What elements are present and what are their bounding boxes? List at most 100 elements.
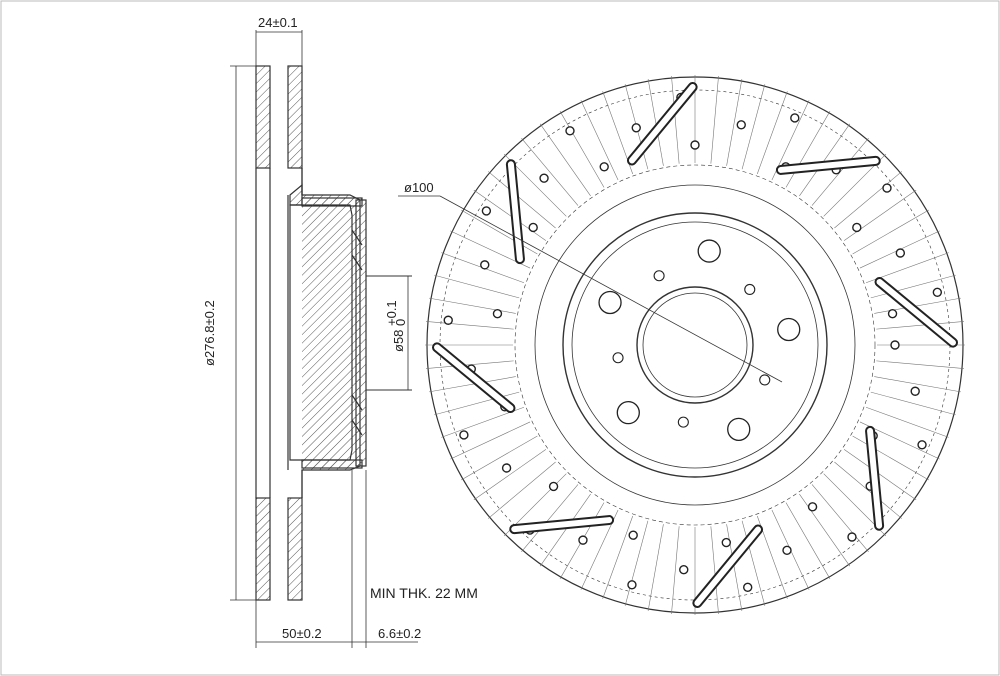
vane-ticks xyxy=(425,75,965,615)
vane-tick xyxy=(539,123,591,197)
drill-hole xyxy=(782,545,792,556)
vane-tick xyxy=(726,524,743,611)
locating-hole xyxy=(759,374,771,386)
vane-tick xyxy=(852,435,929,481)
drill-hole xyxy=(887,309,898,319)
drill-hole xyxy=(790,113,800,123)
vane-tick xyxy=(741,520,766,606)
vane-tick xyxy=(434,274,520,299)
drill-hole xyxy=(578,535,588,545)
slot xyxy=(694,526,762,606)
drill-hole xyxy=(528,222,538,233)
friction-ring-bottom-right xyxy=(287,497,303,601)
slot xyxy=(507,161,523,263)
drill-hole xyxy=(481,206,492,216)
vane-tick xyxy=(876,360,964,369)
vane-tick xyxy=(710,526,719,614)
dim-bore-diameter: ø58 xyxy=(391,330,406,352)
vane-tick xyxy=(429,376,516,393)
drill-hole xyxy=(480,260,490,270)
vane-tick xyxy=(726,79,743,166)
bolt-hole xyxy=(777,317,801,342)
vane-tick xyxy=(811,484,869,553)
vane-tick xyxy=(865,406,949,438)
vane-tick xyxy=(647,524,664,611)
vane-tick xyxy=(756,91,788,175)
bolt-hole xyxy=(598,290,622,315)
bolt-hole xyxy=(697,239,721,263)
friction-ring-top-left xyxy=(255,65,271,169)
vane-tick xyxy=(429,297,516,314)
vane-tick xyxy=(450,421,531,460)
vane-tick xyxy=(521,484,579,553)
drill-hole xyxy=(539,173,549,183)
drill-hole xyxy=(627,580,637,590)
vane-tick xyxy=(874,297,961,314)
dim-offset: 6.6±0.2 xyxy=(378,626,421,641)
vane-tick xyxy=(434,391,520,416)
slot xyxy=(777,157,879,173)
bolt-hole xyxy=(616,400,640,425)
vane-tick xyxy=(671,76,680,164)
vane-tick xyxy=(843,449,917,501)
drill-hole xyxy=(932,287,943,297)
vane-tick xyxy=(539,493,591,567)
drill-hole xyxy=(492,309,503,319)
dim-bore-tol-lower: 0 xyxy=(393,319,408,326)
drill-hole xyxy=(890,340,900,350)
vane-tick xyxy=(870,391,956,416)
drill-hole xyxy=(459,430,469,440)
drill-hole xyxy=(847,532,857,542)
drill-hole xyxy=(895,248,906,258)
vane-tick xyxy=(473,189,547,241)
dim-hat-thickness: 24±0.1 xyxy=(258,15,298,30)
vane-tick xyxy=(647,79,664,166)
drill-hole xyxy=(743,582,753,593)
vane-tick xyxy=(487,461,556,519)
drill-hole xyxy=(501,463,512,473)
min-thickness-note: MIN THK. 22 MM xyxy=(370,585,478,601)
vane-tick xyxy=(473,449,547,501)
slot xyxy=(511,517,613,533)
locating-hole xyxy=(653,270,665,282)
vane-tick xyxy=(710,76,719,164)
vane-tick xyxy=(799,123,851,197)
drill-hole xyxy=(443,315,453,325)
vane-tick xyxy=(559,111,605,188)
vane-tick xyxy=(671,526,680,614)
bolt-hole xyxy=(727,417,751,441)
vane-tick xyxy=(741,84,766,170)
drill-hole xyxy=(690,140,700,150)
vane-tick xyxy=(521,137,579,206)
slot xyxy=(628,84,696,164)
dim-hat-height: 50±0.2 xyxy=(282,626,322,641)
side-section-view xyxy=(230,30,418,648)
vane-tick xyxy=(461,209,538,255)
locating-hole xyxy=(677,416,689,428)
drill-hole xyxy=(882,183,892,193)
drill-hole xyxy=(852,222,862,233)
drill-hole xyxy=(565,126,575,136)
vane-tick xyxy=(870,274,956,299)
drill-hole xyxy=(548,481,559,492)
face-view xyxy=(398,75,965,615)
vane-tick xyxy=(461,435,538,481)
slot xyxy=(867,427,883,529)
drill-hole xyxy=(721,537,731,548)
vane-tick xyxy=(874,376,961,393)
vane-tick xyxy=(580,100,619,181)
locating-hole xyxy=(744,283,756,296)
drill-hole xyxy=(599,162,609,172)
friction-ring-top-right xyxy=(287,65,303,169)
vane-tick xyxy=(785,502,831,579)
drill-hole xyxy=(807,502,818,512)
vane-tick xyxy=(843,189,917,241)
vane-tick xyxy=(426,321,514,330)
vane-tick xyxy=(602,515,634,599)
dim-outer-diameter: ø276.8±0.2 xyxy=(202,300,217,366)
drill-hole xyxy=(679,565,689,575)
slots xyxy=(432,82,958,608)
